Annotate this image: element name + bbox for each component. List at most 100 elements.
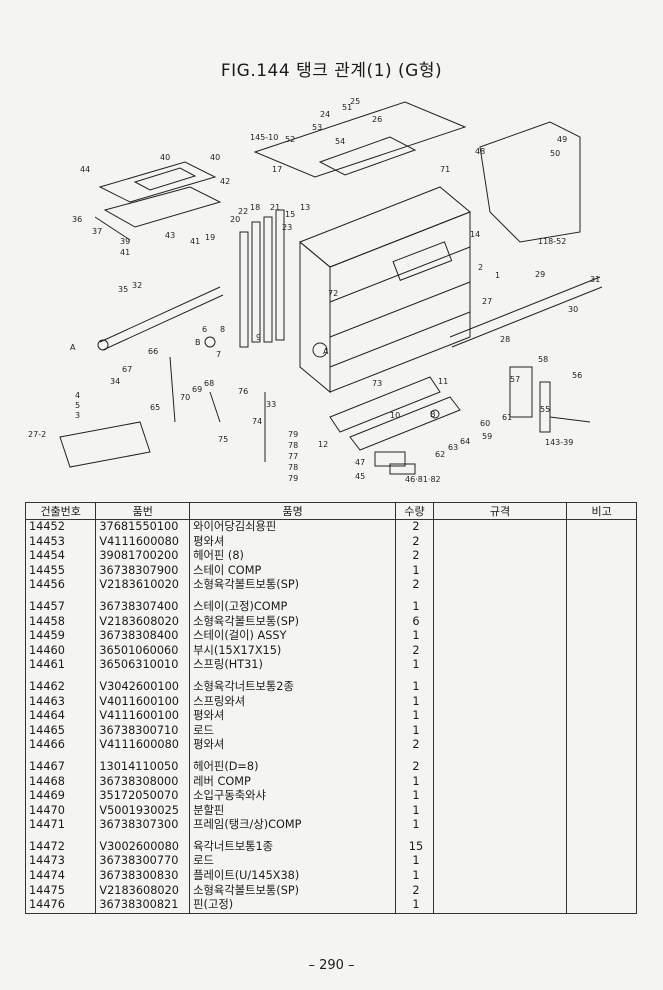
cell-spec — [432, 898, 568, 914]
cell-spec — [432, 629, 568, 644]
callout-35: 35 — [118, 285, 128, 294]
cell-remarks — [566, 883, 637, 899]
callout-50: 50 — [550, 149, 560, 158]
cell-part-name: 로드 — [189, 854, 397, 870]
cell-part-name: 육각너트보통1종 — [189, 839, 397, 855]
callout-68: 68 — [204, 379, 214, 388]
cell-qty: 1 — [395, 679, 434, 695]
callout-45: 45 — [355, 472, 365, 481]
cell-spec — [432, 869, 568, 884]
cell-no: 14456 — [24, 578, 97, 593]
cell-qty: 1 — [395, 629, 434, 644]
cell-no: 14474 — [24, 869, 97, 884]
callout-76: 76 — [238, 387, 248, 396]
cell-no: 14466 — [24, 738, 97, 753]
group-spacer — [24, 832, 637, 840]
callout-75: 75 — [218, 435, 228, 444]
cell-no: 14452 — [24, 519, 97, 535]
callout-145-10: 145-10 — [250, 133, 278, 142]
cell-part-name: 평와셔 — [189, 709, 397, 724]
cell-qty: 1 — [395, 563, 434, 579]
cell-spec — [432, 563, 568, 579]
callout-41b: 41 — [190, 237, 200, 246]
figure-title: FIG.144 탱크 관계(1) (G형) — [220, 61, 443, 81]
callout-3: 3 — [75, 411, 80, 420]
cell-qty: 1 — [395, 898, 434, 914]
callout-24: 24 — [320, 110, 330, 119]
callout-47: 47 — [355, 458, 365, 467]
callout-4: 4 — [75, 391, 80, 400]
callout-22: 22 — [238, 207, 248, 216]
cell-spec — [432, 694, 568, 710]
cell-part-number: V4011600100 — [95, 694, 191, 710]
cell-part-name: 소형육각볼트보통(SP) — [189, 883, 397, 899]
callout-11: 11 — [438, 377, 448, 386]
cell-spec — [432, 643, 568, 659]
cell-qty: 1 — [395, 789, 434, 804]
cell-remarks — [566, 629, 637, 644]
cell-part-name: 레버 COMP — [189, 774, 397, 790]
cell-part-name: 로드 — [189, 723, 397, 739]
cell-remarks — [566, 658, 637, 673]
callout-143-39: 143-39 — [545, 438, 573, 447]
cell-spec — [432, 738, 568, 753]
cell-qty: 1 — [395, 869, 434, 884]
cell-part-name: 스테이(고정)COMP — [189, 599, 397, 615]
exploded-parts-diagram: 44 40 40 36 37 39 41 43 41 42 19 20 22 1… — [20, 92, 650, 492]
cell-remarks — [566, 709, 637, 724]
cell-spec — [432, 599, 568, 615]
cell-no: 14469 — [24, 789, 97, 804]
cell-qty: 1 — [395, 658, 434, 673]
cell-no: 14463 — [24, 694, 97, 710]
tank-left-face — [299, 240, 331, 394]
callout-70: 70 — [180, 393, 190, 402]
callout-48: 48 — [475, 147, 485, 156]
cell-remarks — [566, 549, 637, 564]
callout-28: 28 — [500, 335, 510, 344]
callout-69: 69 — [192, 385, 202, 394]
tank-top-outline — [299, 186, 471, 268]
cell-part-name: 소형육각볼트보통(SP) — [189, 578, 397, 593]
cell-no: 14464 — [24, 709, 97, 724]
callout-13: 13 — [300, 203, 310, 212]
callout-40a: 40 — [160, 153, 170, 162]
cell-spec — [432, 854, 568, 870]
callout-B-right: B — [430, 410, 436, 419]
cell-remarks — [566, 534, 637, 550]
callout-27-2: 27-2 — [28, 430, 46, 439]
callout-49: 49 — [557, 135, 567, 144]
callout-41: 41 — [120, 248, 130, 257]
cell-remarks — [566, 519, 637, 535]
cell-qty: 2 — [395, 883, 434, 899]
callout-78a: 78 — [288, 441, 298, 450]
callout-9: 9 — [256, 333, 261, 342]
callout-64: 64 — [460, 437, 470, 446]
cell-part-number: 39081700200 — [95, 549, 191, 564]
cell-part-name: 와이어당김쇠용핀 — [189, 519, 397, 535]
cell-part-name: 플레이트(U/145X38) — [189, 869, 397, 884]
cell-part-number: V3002600080 — [95, 839, 191, 855]
cell-qty: 1 — [395, 709, 434, 724]
cell-part-name: 핀(고정) — [189, 898, 397, 914]
group-spacer — [24, 592, 637, 600]
cell-qty: 1 — [395, 803, 434, 819]
cell-part-number: 36738300821 — [95, 898, 191, 914]
cell-remarks — [566, 679, 637, 695]
cell-no: 14453 — [24, 534, 97, 550]
cell-remarks — [566, 839, 637, 855]
cell-part-number: 13014110050 — [95, 759, 191, 775]
cell-remarks — [566, 898, 637, 914]
cell-no: 14461 — [24, 658, 97, 673]
cell-qty: 2 — [395, 738, 434, 753]
callout-54: 54 — [335, 137, 345, 146]
cell-spec — [432, 658, 568, 673]
